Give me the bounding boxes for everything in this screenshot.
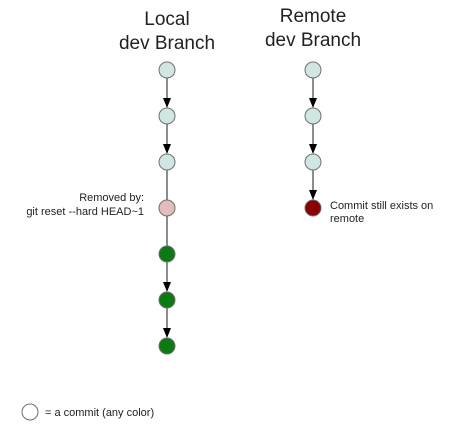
local-title-line1: Local xyxy=(144,9,189,30)
exists-note-line1: Commit still exists on xyxy=(330,200,433,212)
local-commit-node xyxy=(158,337,176,355)
remote-commit-node xyxy=(304,61,322,79)
local-arrowhead-icon xyxy=(163,98,171,108)
remote-title-line2: dev Branch xyxy=(265,30,361,51)
remote-commit-node xyxy=(304,107,322,125)
remote-commit-node xyxy=(304,199,322,217)
removed-note-line1: Removed by: xyxy=(79,192,144,204)
remote-arrowhead-icon xyxy=(309,144,317,154)
local-commit-node xyxy=(158,107,176,125)
local-commit-node xyxy=(158,61,176,79)
remote-title-line1: Remote xyxy=(280,6,347,27)
removed-note-line2: git reset --hard HEAD~1 xyxy=(26,206,144,218)
remote-arrowhead-icon xyxy=(309,98,317,108)
commit-nodes xyxy=(158,61,322,355)
remote-arrowhead-icon xyxy=(309,190,317,200)
local-commit-node xyxy=(158,153,176,171)
legend-text: = a commit (any color) xyxy=(45,407,154,419)
local-title-line2: dev Branch xyxy=(119,33,215,54)
local-commit-node xyxy=(158,245,176,263)
local-commit-node xyxy=(158,291,176,309)
exists-note-line2: remote xyxy=(330,213,364,225)
local-commit-node xyxy=(158,199,176,217)
remote-commit-node xyxy=(304,153,322,171)
local-arrowhead-icon xyxy=(163,144,171,154)
commit-edges xyxy=(163,78,317,338)
local-arrowhead-icon xyxy=(163,328,171,338)
legend-commit-circle-icon xyxy=(21,403,39,421)
local-arrowhead-icon xyxy=(163,282,171,292)
